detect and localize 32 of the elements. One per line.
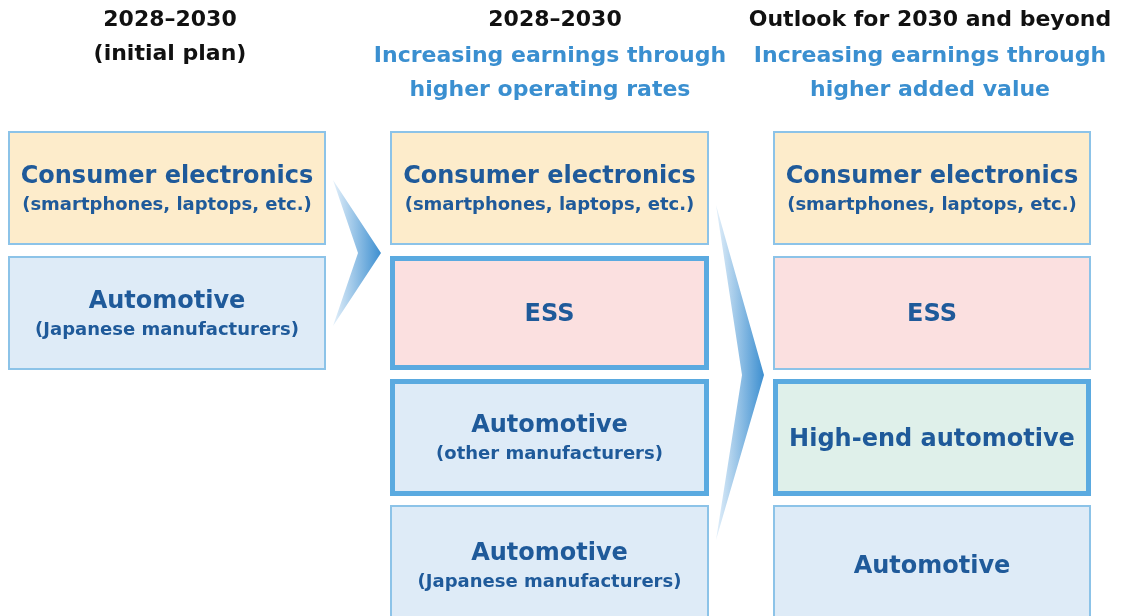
category-box bbox=[390, 379, 709, 496]
category-title: High-end automotive bbox=[789, 422, 1075, 453]
category-box bbox=[390, 505, 709, 616]
category-title: Automotive bbox=[471, 409, 628, 439]
category-subtitle: (smartphones, laptops, etc.) bbox=[22, 191, 312, 216]
category-title: Consumer electronics bbox=[20, 159, 314, 190]
category-box bbox=[773, 131, 1091, 245]
category-title: Consumer electronics bbox=[403, 159, 696, 190]
column-subheading: Increasing earnings through higher operating rates bbox=[372, 41, 728, 103]
category-title: Automotive bbox=[853, 550, 1011, 580]
category-title: Consumer electronics bbox=[785, 159, 1079, 190]
category-title: ESS bbox=[907, 298, 957, 328]
category-box bbox=[8, 131, 326, 245]
column-heading: Outlook for 2030 and beyond bbox=[747, 5, 1113, 33]
category-box bbox=[390, 131, 709, 245]
category-box bbox=[773, 256, 1091, 370]
category-box bbox=[773, 505, 1091, 616]
column-heading: 2028–2030 bbox=[102, 5, 238, 33]
column-subheading: Increasing earnings through higher added value bbox=[752, 41, 1108, 103]
category-title: Automotive bbox=[471, 536, 628, 567]
category-subtitle: (Japanese manufacturers) bbox=[35, 316, 299, 341]
category-subtitle: (Japanese manufacturers) bbox=[417, 568, 682, 593]
category-subtitle: (smartphones, laptops, etc.) bbox=[404, 191, 695, 216]
column-heading: 2028–2030 bbox=[487, 5, 623, 33]
category-title: ESS bbox=[524, 298, 575, 328]
category-title: Automotive bbox=[88, 284, 246, 315]
category-box bbox=[8, 256, 326, 370]
category-subtitle: (other manufacturers) bbox=[436, 441, 663, 465]
category-box bbox=[773, 379, 1091, 496]
category-subtitle: (smartphones, laptops, etc.) bbox=[787, 191, 1077, 216]
category-box bbox=[390, 256, 709, 370]
column-heading: (initial plan) bbox=[92, 39, 248, 67]
